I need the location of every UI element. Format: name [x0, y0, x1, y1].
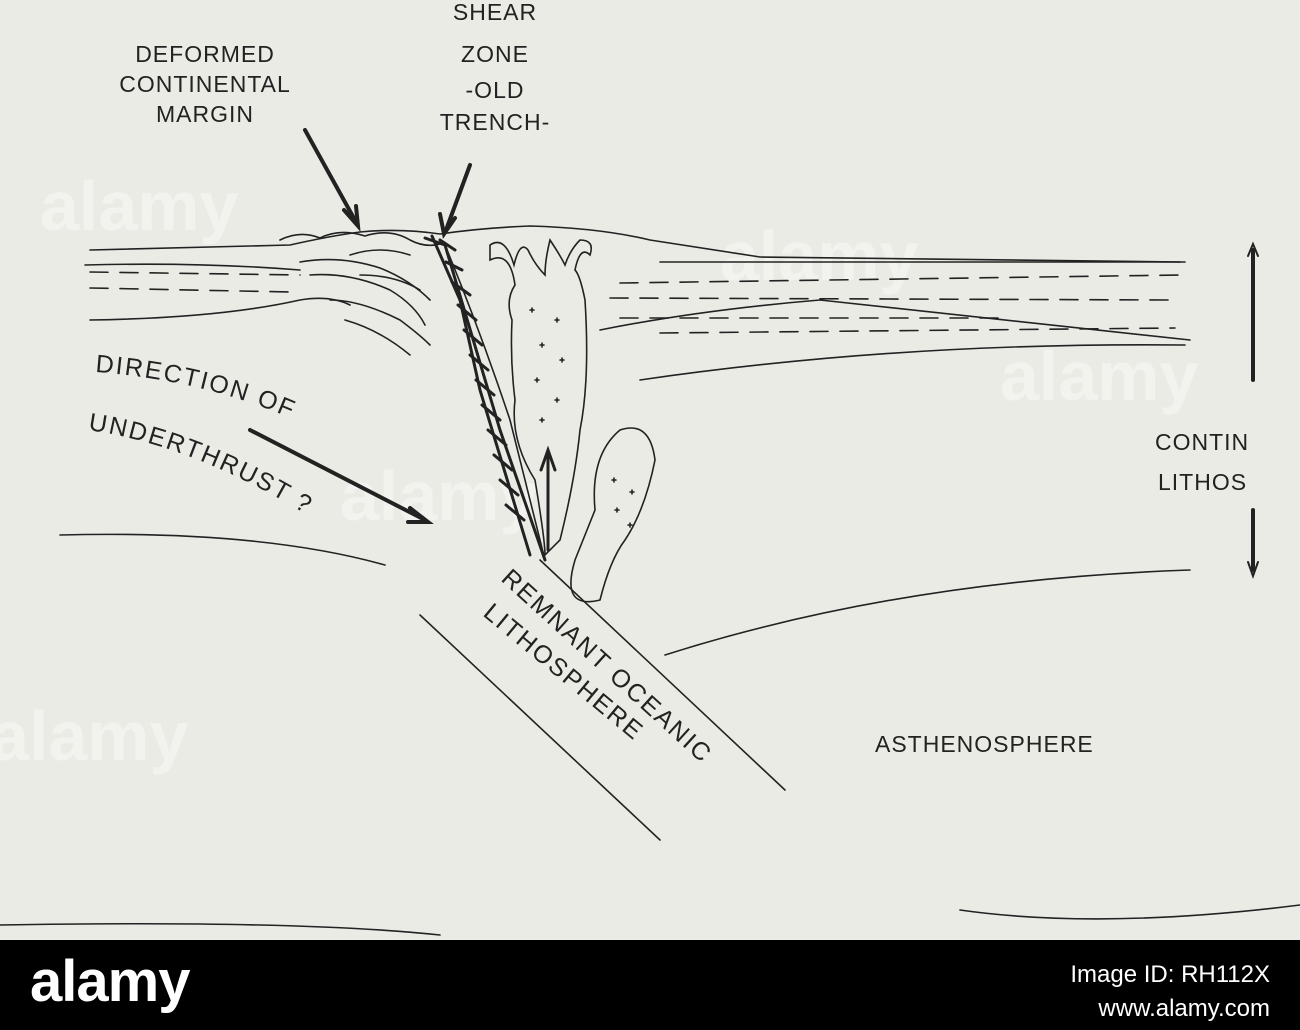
image-id-text: Image ID: RH112X	[1070, 961, 1270, 988]
oceanic-slab	[419, 244, 786, 841]
label-line: ZONE	[461, 41, 529, 67]
direction-label-path: DIRECTION OF	[95, 350, 299, 424]
label-line: -OLD	[466, 77, 525, 103]
label-line: MARGIN	[156, 101, 254, 127]
image-info: Image ID: RH112X www.alamy.com	[1070, 958, 1270, 1026]
remnant-oceanic-label: REMNANT OCEANIC	[496, 564, 718, 769]
continental-crust	[84, 225, 1191, 381]
watermark: alamy	[40, 167, 239, 245]
brand-logo: alamy	[30, 949, 190, 1014]
watermark: alamy	[1000, 337, 1199, 415]
underthrust-arrow	[248, 428, 434, 524]
watermark: alamy	[0, 697, 189, 775]
footer-bar: alamy Image ID: RH112X www.alamy.com	[0, 940, 1300, 1030]
site-url: www.alamy.com	[1098, 995, 1270, 1022]
sediment-layers	[89, 271, 1181, 334]
continental-lithosphere-label: CONTIN LITHOS	[1155, 429, 1249, 495]
remnant-oceanic-label-path: REMNANT OCEANIC	[496, 564, 716, 769]
label-line: DEFORMED	[135, 41, 275, 67]
deformed-margin-folds	[279, 231, 441, 356]
shear-zone-label: SHEAR ZONE -OLD TRENCH-	[440, 0, 551, 135]
lithosphere-thickness-bar	[1247, 241, 1259, 579]
label-line: SHEAR	[453, 0, 537, 25]
label-line: CONTINENTAL	[119, 71, 291, 97]
underthrust-label: UNDERTHRUST ?	[87, 408, 318, 520]
underthrust-label-path: UNDERTHRUST ?	[87, 408, 316, 520]
label-line: CONTIN	[1155, 429, 1249, 455]
asthenosphere-label: ASTHENOSPHERE	[875, 731, 1094, 757]
plutons	[489, 238, 656, 603]
label-line: LITHOS	[1158, 469, 1247, 495]
label-line: TRENCH-	[440, 109, 551, 135]
lithosphere-base	[0, 533, 1300, 936]
direction-label: DIRECTION OF	[95, 350, 301, 424]
magma-ascent-arrow	[539, 445, 557, 552]
watermark-group: alamy alamy alamy alamy alamy	[0, 167, 1199, 775]
deformed-margin-label: DEFORMED CONTINENTAL MARGIN	[119, 41, 291, 127]
label-leaders	[303, 128, 472, 240]
geologic-cross-section: alamy alamy alamy alamy alamy	[0, 0, 1300, 936]
